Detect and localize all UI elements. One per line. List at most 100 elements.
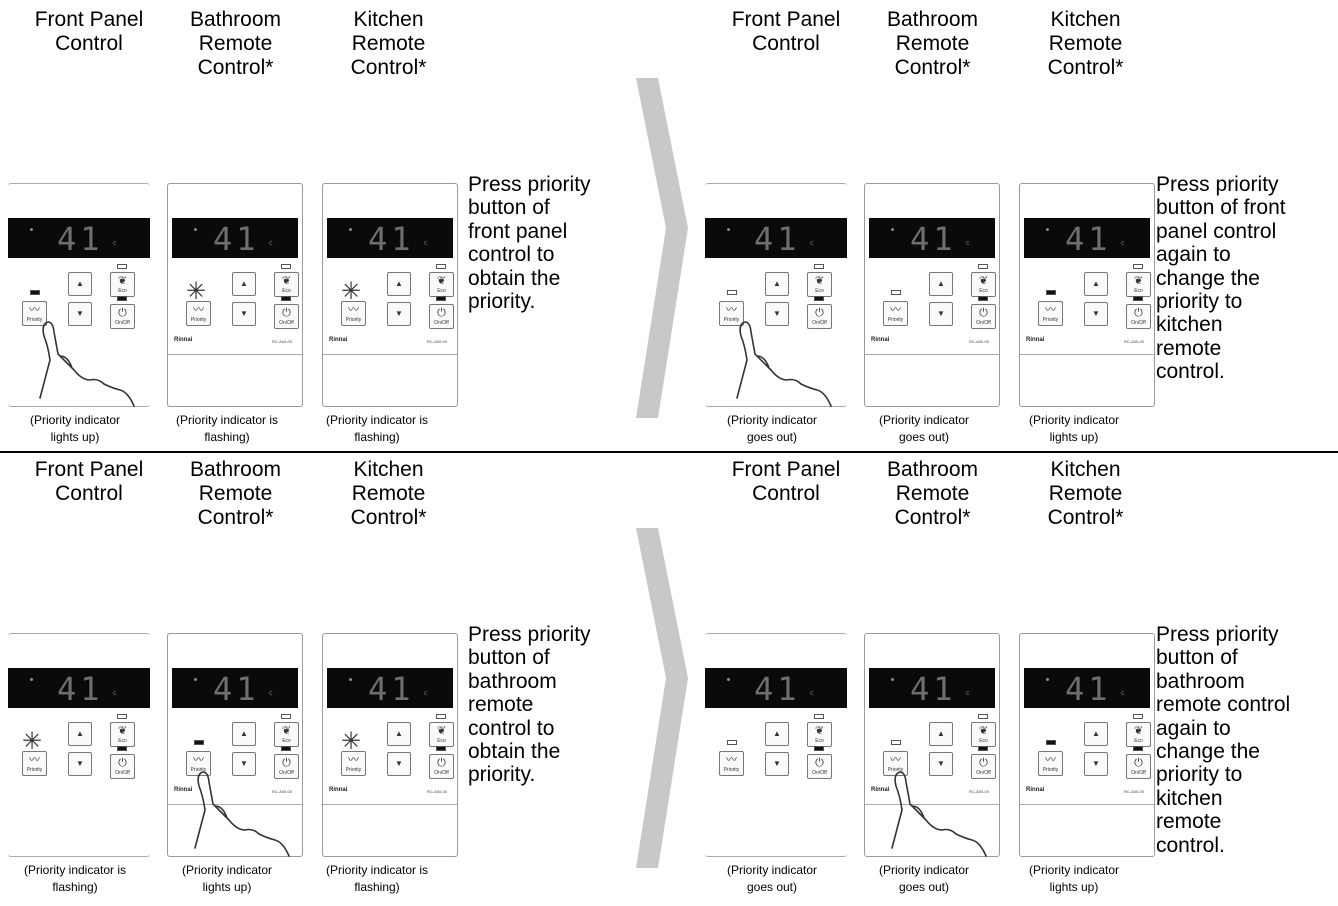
temperature-unit: c — [1121, 240, 1125, 247]
on-off-button[interactable]: ⏻On/Off — [1126, 754, 1151, 779]
eco-button[interactable]: ❦Eco — [1126, 722, 1151, 747]
power-icon: ⏻ — [1134, 307, 1143, 319]
on-off-button[interactable]: ⏻On/Off — [807, 304, 832, 329]
header-bathroom-line: Bathroom — [886, 458, 979, 481]
temperature-readout: 41 — [910, 670, 957, 708]
on-off-button[interactable]: ⏻On/Off — [429, 754, 454, 779]
power-icon: ⏻ — [118, 757, 127, 769]
priority-label: Priority — [190, 317, 207, 323]
leaf-icon: ❦ — [814, 275, 825, 287]
eco-indicator — [814, 264, 824, 269]
instruction-line: kitchen — [1156, 313, 1223, 337]
eco-indicator — [281, 264, 291, 269]
down-button[interactable]: ▼ — [68, 302, 92, 326]
down-button[interactable]: ▼ — [765, 302, 789, 326]
down-button[interactable]: ▼ — [232, 752, 256, 776]
down-button[interactable]: ▼ — [765, 752, 789, 776]
on-off-button[interactable]: ⏻On/Off — [274, 754, 299, 779]
priority-button[interactable]: 〰Priority — [186, 301, 211, 326]
eco-button[interactable]: ❦Eco — [274, 272, 299, 297]
instruction-line: priority. — [468, 290, 536, 314]
up-button[interactable]: ▲ — [68, 272, 92, 296]
on-off-button[interactable]: ⏻On/Off — [1126, 304, 1151, 329]
header-bathroom-line: Bathroom — [886, 8, 979, 31]
down-button[interactable]: ▼ — [929, 302, 953, 326]
priority-button[interactable]: 〰Priority — [341, 301, 366, 326]
priority-label: Priority — [345, 767, 362, 773]
temperature-unit: c — [424, 690, 428, 697]
up-button[interactable]: ▲ — [68, 722, 92, 746]
down-button[interactable]: ▼ — [1084, 752, 1108, 776]
down-button[interactable]: ▼ — [929, 752, 953, 776]
on-off-button[interactable]: ⏻On/Off — [429, 304, 454, 329]
on-off-button[interactable]: ⏻On/Off — [110, 754, 135, 779]
temperature-readout: 41 — [57, 220, 104, 258]
caption-line: flashing) — [354, 880, 400, 894]
up-button[interactable]: ▲ — [765, 722, 789, 746]
priority-button[interactable]: 〰Priority — [883, 301, 908, 326]
up-button[interactable]: ▲ — [387, 722, 411, 746]
on-off-button[interactable]: ⏻On/Off — [110, 304, 135, 329]
leaf-icon: ❦ — [978, 725, 989, 737]
on-off-button[interactable]: ⏻On/Off — [274, 304, 299, 329]
priority-button[interactable]: 〰Priority — [1038, 301, 1063, 326]
on-off-label: On/Off — [434, 770, 449, 776]
header-bathroom-line: Control* — [894, 56, 971, 79]
on-off-button[interactable]: ⏻On/Off — [971, 304, 996, 329]
onoff-indicator — [814, 746, 824, 751]
eco-button[interactable]: ❦Eco — [429, 722, 454, 747]
shower-icon: 〰 — [348, 304, 359, 316]
on-off-button[interactable]: ⏻On/Off — [971, 754, 996, 779]
down-button[interactable]: ▼ — [1084, 302, 1108, 326]
header-front-line: Front Panel — [731, 458, 841, 481]
up-button[interactable]: ▲ — [232, 722, 256, 746]
priority-button[interactable]: 〰Priority — [719, 751, 744, 776]
priority-button[interactable]: 〰Priority — [22, 751, 47, 776]
leaf-icon: ❦ — [117, 275, 128, 287]
header-kitchen-line: Kitchen — [353, 8, 424, 31]
onoff-indicator — [117, 296, 127, 301]
down-button[interactable]: ▼ — [232, 302, 256, 326]
eco-button[interactable]: ❦Eco — [1126, 272, 1151, 297]
eco-button[interactable]: ❦Eco — [110, 722, 135, 747]
down-button[interactable]: ▼ — [387, 752, 411, 776]
eco-button[interactable]: ❦Eco — [110, 272, 135, 297]
priority-indicator — [1046, 290, 1056, 295]
on-off-button[interactable]: ⏻On/Off — [807, 754, 832, 779]
eco-button[interactable]: ❦Eco — [429, 272, 454, 297]
up-button[interactable]: ▲ — [387, 272, 411, 296]
eco-button[interactable]: ❦Eco — [971, 272, 996, 297]
down-button[interactable]: ▼ — [68, 752, 92, 776]
shower-icon: 〰 — [29, 304, 40, 316]
eco-button[interactable]: ❦Eco — [807, 272, 832, 297]
priority-button[interactable]: 〰Priority — [22, 301, 47, 326]
priority-button[interactable]: 〰Priority — [719, 301, 744, 326]
priority-button[interactable]: 〰Priority — [186, 751, 211, 776]
up-button[interactable]: ▲ — [929, 272, 953, 296]
header-front-line: Control — [55, 482, 123, 505]
eco-button[interactable]: ❦Eco — [274, 722, 299, 747]
priority-button[interactable]: 〰Priority — [341, 751, 366, 776]
priority-button[interactable]: 〰Priority — [1038, 751, 1063, 776]
up-button[interactable]: ▲ — [765, 272, 789, 296]
display-dot — [891, 678, 894, 681]
flash-star-icon: ✳ — [186, 278, 207, 305]
header-kitchen-line: Remote — [351, 32, 426, 55]
eco-button[interactable]: ❦Eco — [807, 722, 832, 747]
display-dot — [1046, 678, 1049, 681]
caption-line: flashing) — [204, 430, 250, 444]
up-button[interactable]: ▲ — [232, 272, 256, 296]
down-button[interactable]: ▼ — [387, 302, 411, 326]
up-button[interactable]: ▲ — [1084, 272, 1108, 296]
up-button[interactable]: ▲ — [929, 722, 953, 746]
up-button[interactable]: ▲ — [1084, 722, 1108, 746]
eco-button[interactable]: ❦Eco — [971, 722, 996, 747]
